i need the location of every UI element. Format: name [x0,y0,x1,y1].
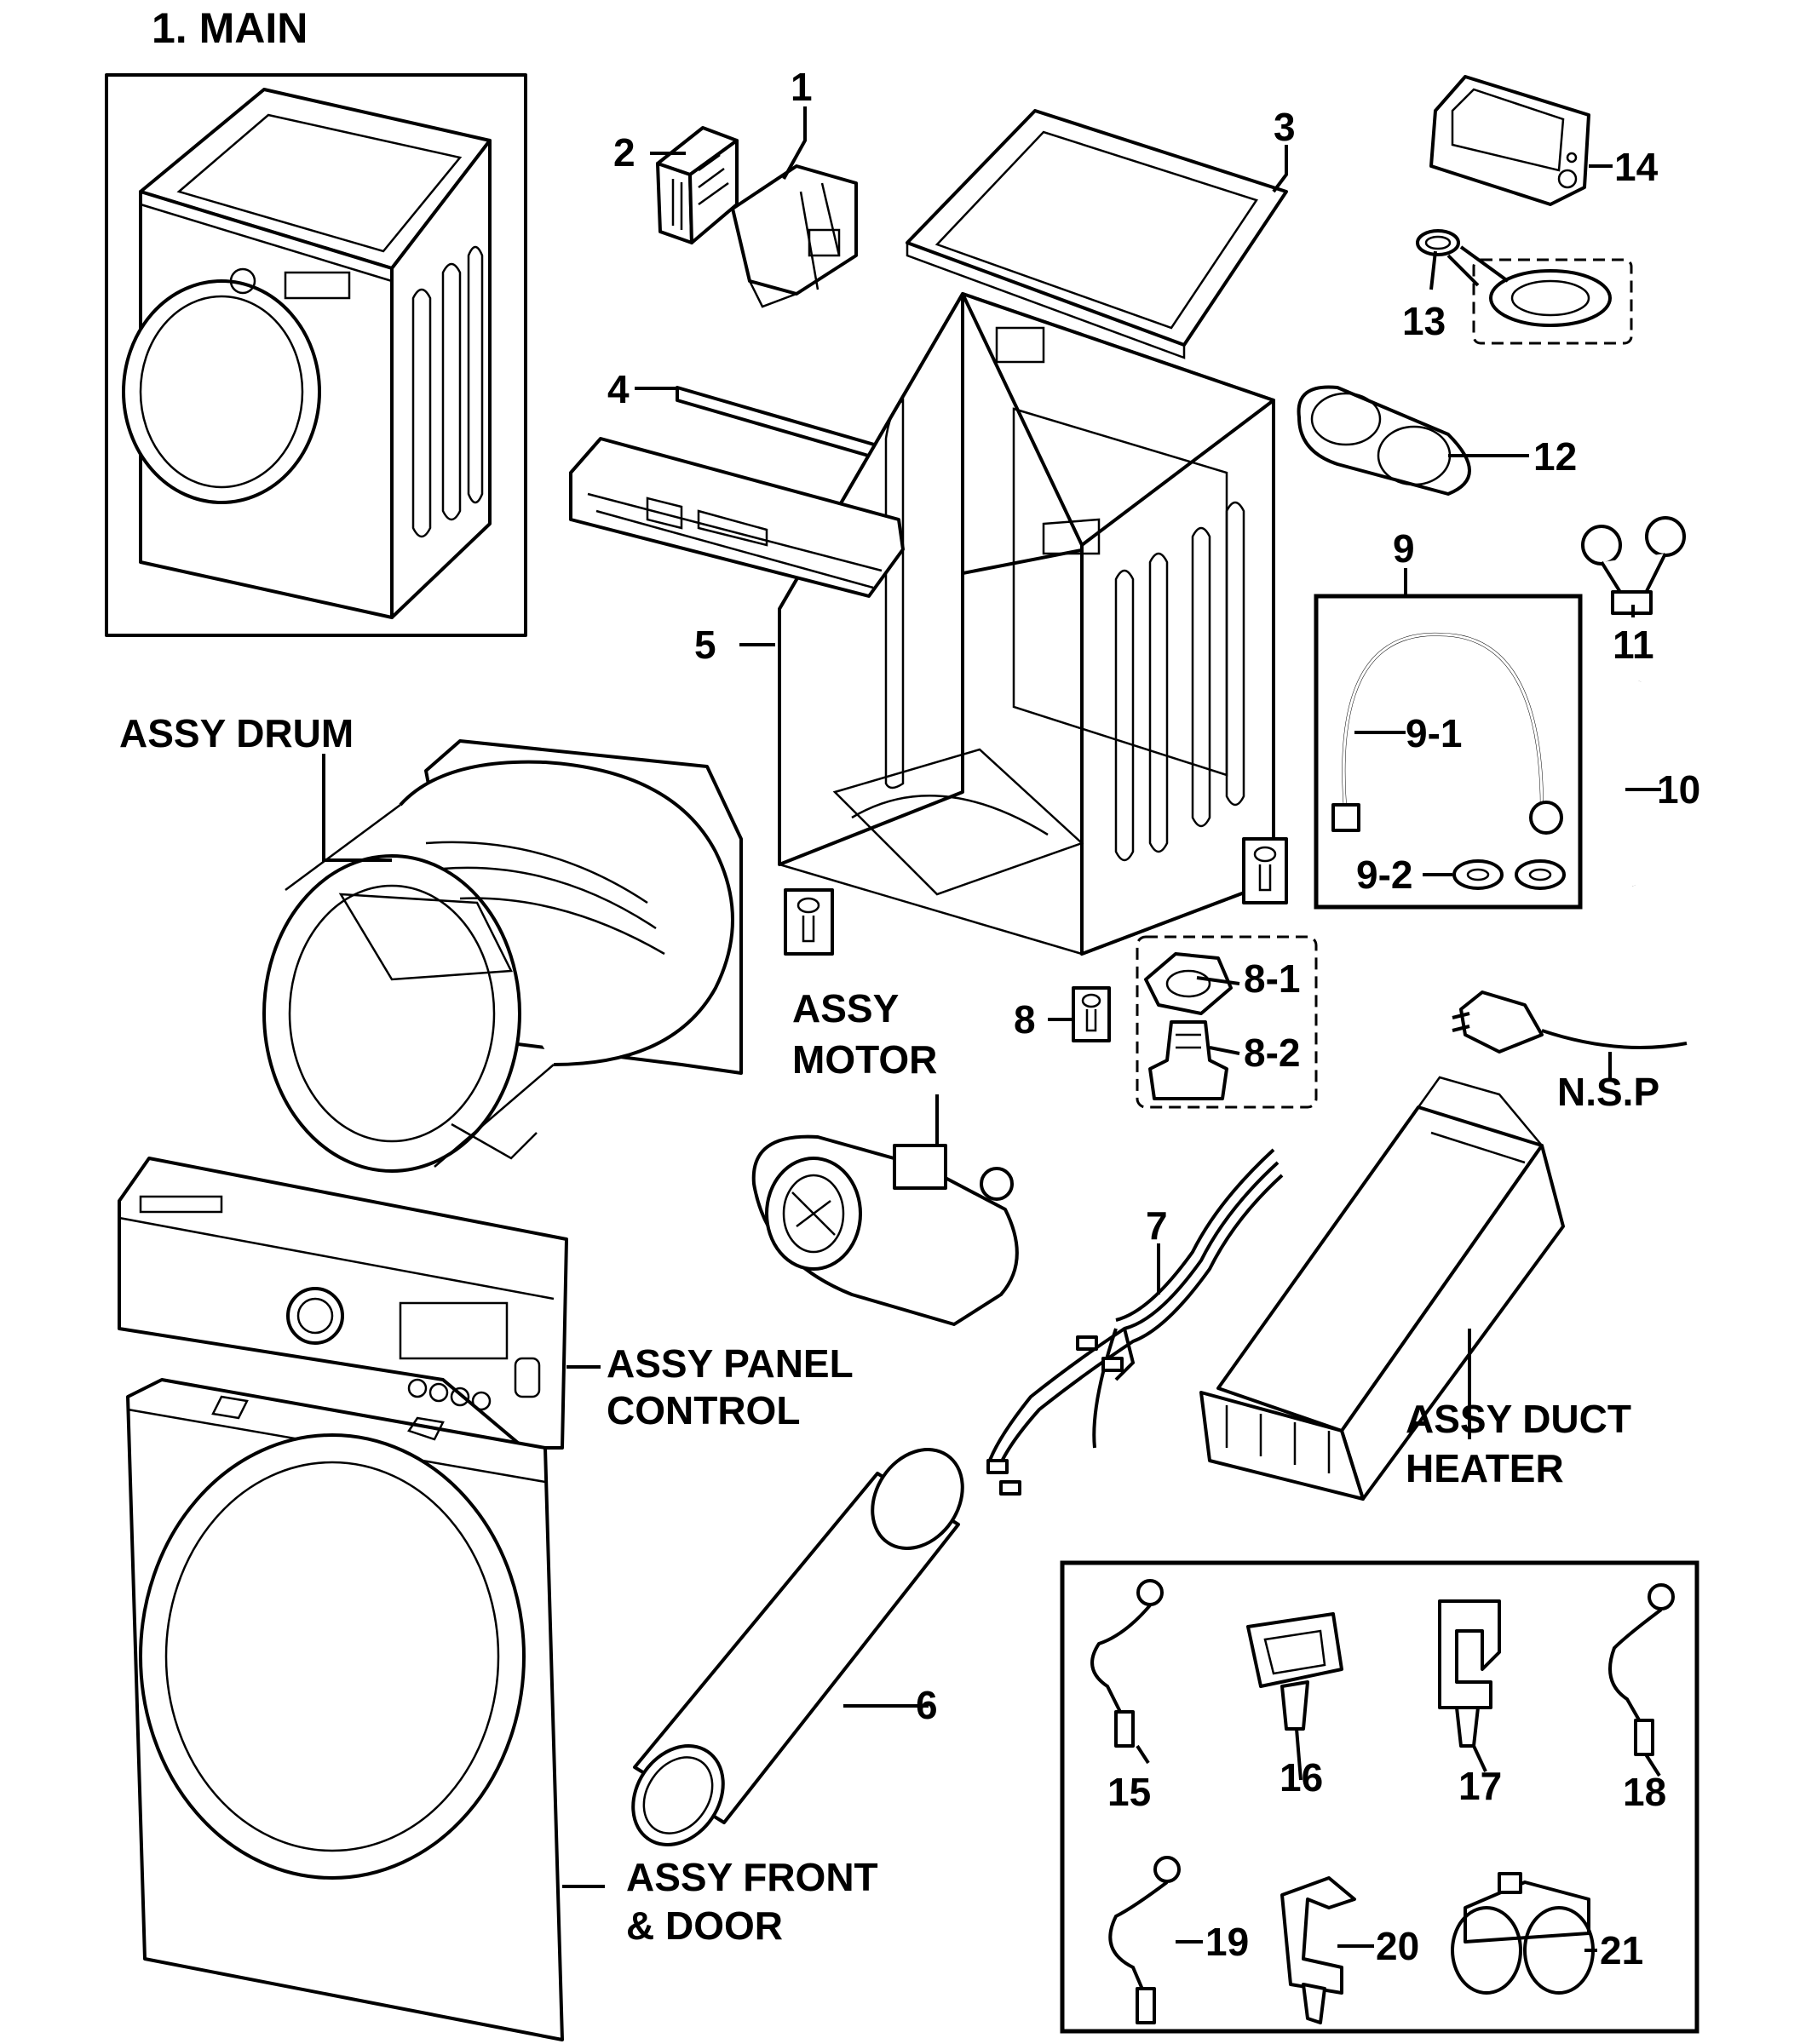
callout-9-2: 9-2 [1356,853,1412,897]
assembly-motor [751,1134,1019,1326]
callout-1: 1 [791,65,813,109]
part-8-foot-detail [1136,935,1318,1109]
label-assy-duct-line2: HEATER [1406,1446,1564,1490]
callout-labels: 1 2 3 4 5 6 7 8 8-1 8-2 9 9-1 9-2 10 11 … [607,65,1700,1972]
clip-19 [1108,1856,1181,2024]
overview-dryer [105,73,527,637]
label-assy-motor-line1: ASSY [792,986,899,1031]
callout-16: 16 [1280,1755,1323,1800]
part-7-wire-harness [986,1148,1284,1496]
part-12-cover [1297,385,1471,496]
part-13-gasket [1416,229,1633,345]
callout-nsp: N.S.P [1557,1070,1659,1114]
callout-9-1: 9-1 [1406,711,1462,755]
part-control-bracket [569,437,905,598]
part-9-inlet-hose-kit [1314,594,1583,910]
callout-15: 15 [1107,1770,1151,1814]
part-11-y-connector [1581,516,1686,615]
assembly-labels: ASSY DRUM ASSY MOTOR ASSY PANEL CONTROL … [119,711,1631,1948]
callout-17: 17 [1458,1764,1502,1808]
label-assy-front-line2: & DOOR [626,1903,783,1948]
assembly-front-door [126,1378,564,2041]
clip-18 [1608,1583,1675,1756]
callout-2: 2 [613,130,635,175]
callout-10: 10 [1657,767,1700,812]
part-1-bracket [731,164,858,308]
label-assy-panel-line1: ASSY PANEL [607,1341,854,1386]
callout-12: 12 [1533,434,1577,479]
assembly-panel-control [118,1157,568,1450]
assembly-duct-heater [1199,1076,1565,1501]
assembly-drum [262,739,743,1173]
part-2-filter [656,126,739,244]
callout-13: 13 [1402,299,1446,343]
clip-20 [1280,1876,1356,2024]
callout-6: 6 [916,1683,938,1727]
callout-8-2: 8-2 [1244,1031,1300,1075]
label-assy-duct-line1: ASSY DUCT [1406,1397,1631,1441]
callout-18: 18 [1623,1770,1666,1814]
callout-4: 4 [607,367,630,411]
part-5-cabinet [778,292,1275,956]
callout-3: 3 [1274,105,1296,149]
clips-kit-box [1060,1560,1699,2034]
part-3-top-panel [906,109,1288,359]
part-6-duct [631,1448,964,1846]
part-14-plate [1429,75,1590,206]
callout-8: 8 [1014,997,1036,1042]
part-power-cord [1452,990,1688,1054]
callout-5: 5 [694,623,716,667]
callout-8-1: 8-1 [1244,956,1300,1001]
part-10-hose [1623,680,1642,887]
label-assy-motor-line2: MOTOR [792,1037,937,1082]
label-assy-drum: ASSY DRUM [119,711,354,755]
callout-11: 11 [1613,623,1654,667]
part-feet [784,837,1288,1042]
clip-15 [1090,1579,1164,1748]
clip-21 [1451,1872,1595,1995]
diagram-title: 1. MAIN [152,4,308,52]
callout-20: 20 [1376,1924,1419,1968]
leader-lines [322,106,1661,1952]
callout-19: 19 [1205,1920,1249,1964]
callout-14: 14 [1614,145,1659,189]
label-assy-front-line1: ASSY FRONT [626,1855,878,1899]
callout-21: 21 [1600,1928,1643,1972]
label-assy-panel-line2: CONTROL [607,1388,800,1433]
clip-16 [1246,1612,1343,1731]
callout-9: 9 [1393,526,1415,571]
callout-7: 7 [1146,1203,1168,1248]
